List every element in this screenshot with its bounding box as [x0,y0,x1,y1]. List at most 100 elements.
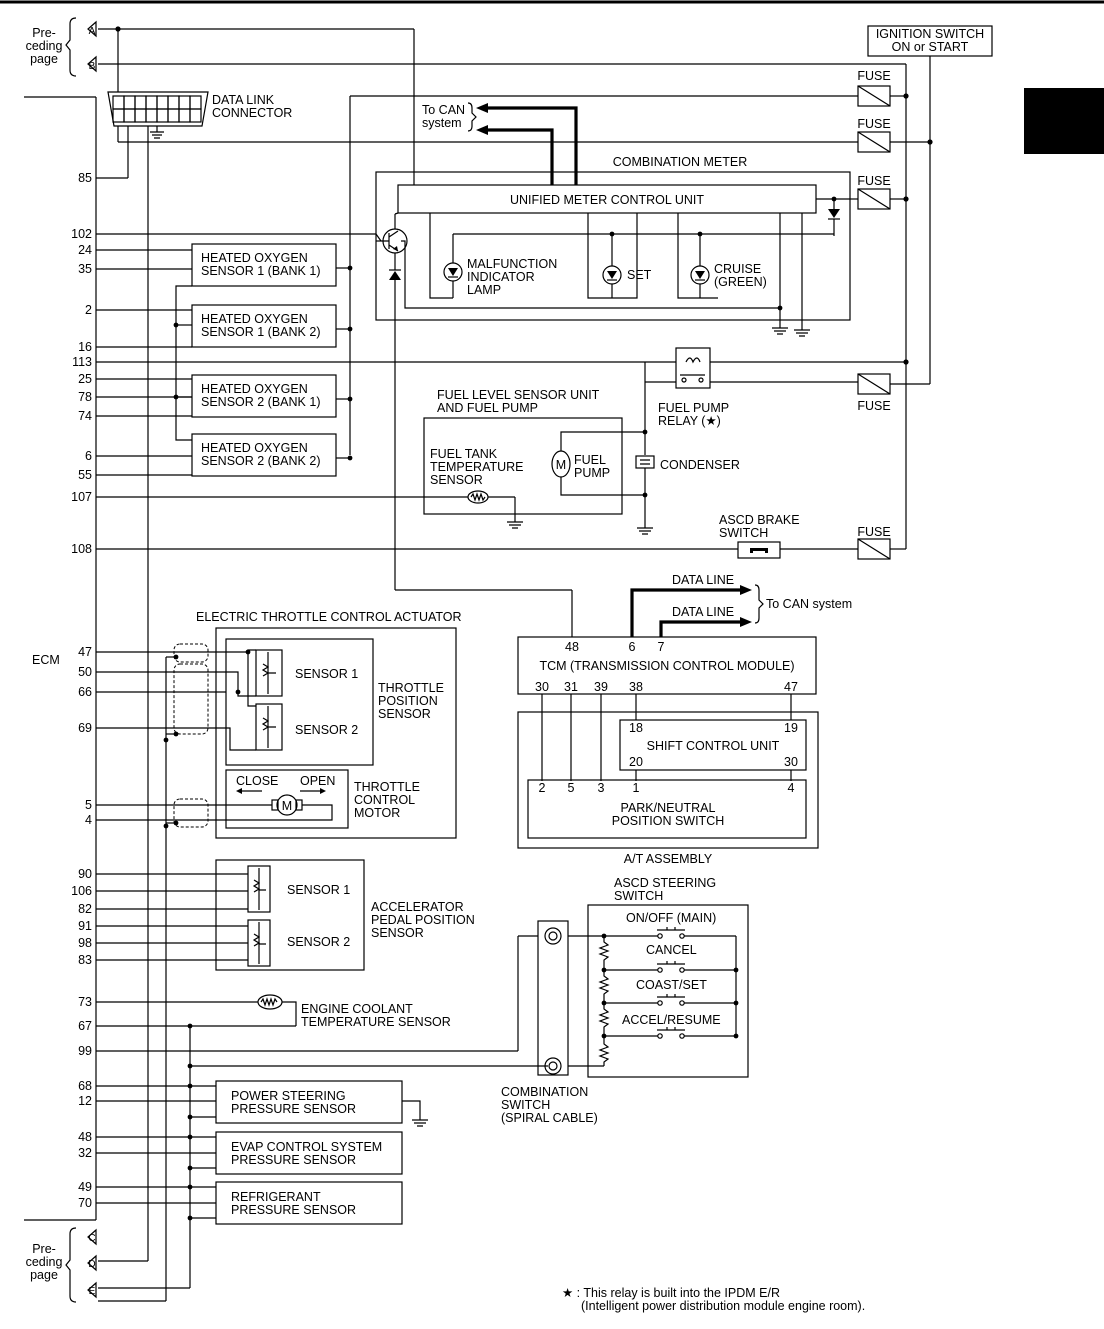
o2-sensor-label: SENSOR 1 (BANK 2) [201,325,320,339]
footnote: ★ : This relay is built into the IPDM E/… [562,1286,865,1313]
ignition-switch: IGNITION SWITCH ON or START [867,25,993,57]
fuse: FUSE [857,117,891,153]
open-label: OPEN [300,774,335,788]
data-line-label-2: DATA LINE [672,605,734,619]
fuel-unit-title-1: FUEL LEVEL SENSOR UNIT [437,388,600,402]
tcm-can-label: To CAN system [766,597,852,611]
ecm: ECM [24,96,97,1221]
fuse: FUSE [857,525,891,560]
combination-meter-title: COMBINATION METER [613,155,748,169]
tps-sensor-2: SENSOR 2 [295,723,358,737]
electric-throttle-control-actuator: ELECTRIC THROTTLE CONTROL ACTUATOR SENSO… [96,610,462,839]
fuse: FUSE [857,373,891,413]
motor-label-2: CONTROL [354,793,415,807]
wire [175,285,192,441]
ecm-pin-55: 55 [78,468,92,482]
app-label-2: PEDAL POSITION [371,913,475,927]
o2-sensor-label: HEATED OXYGEN [201,382,308,396]
ecm-pin-91: 91 [78,919,92,933]
fuse-label: FUSE [857,525,890,539]
ecm-pin-49: 49 [78,1180,92,1194]
pressure-sensor-label: PRESSURE SENSOR [231,1153,356,1167]
fuel-tank-label-2: TEMPERATURE [430,460,524,474]
ecm-pin-106: 106 [71,884,92,898]
motor-label-3: MOTOR [354,806,400,820]
condenser-label: CONDENSER [660,458,740,472]
o2-sensor-label: HEATED OXYGEN [201,441,308,455]
pn-switch-label-2: POSITION SWITCH [612,814,725,828]
tps-sensor-1: SENSOR 1 [295,667,358,681]
pn-switch-label-1: PARK/NEUTRAL [621,801,716,815]
tcm-pin-31: 31 [564,680,578,694]
ascd-brake-label-2: SWITCH [719,526,768,540]
shift-pin-30: 30 [784,755,798,769]
pn-pin-2: 2 [539,781,546,795]
ecm-pin-35: 35 [78,262,92,276]
mil-label-1: MALFUNCTION [467,257,557,271]
fuel-relay-label-1: FUEL PUMP [658,401,729,415]
close-label: CLOSE [236,774,278,788]
resistor-ladder [598,936,610,1066]
fuse-label: FUSE [857,69,890,83]
ecm-pin-73: 73 [78,995,92,1009]
tcm-pin-48: 48 [565,640,579,654]
tps-label-3: SENSOR [378,707,431,721]
app-sensor-2: SENSOR 2 [287,935,350,949]
ascd-switch-accel: ACCEL/RESUME [622,1013,721,1027]
fuel-pump-relay: FUEL PUMP RELAY (★) [658,347,729,428]
fuse: FUSE [857,174,891,210]
footnote-line-1: ★ : This relay is built into the IPDM E/… [562,1286,780,1300]
connector-c-label: C [88,1233,95,1244]
ignition-label-2: ON or START [892,40,969,54]
preceding-text-line-1: Pre- [32,26,56,40]
set-label: SET [627,268,652,282]
ecm-pin-2: 2 [85,303,92,317]
ecm-pin-48: 48 [78,1130,92,1144]
tps-label-2: POSITION [378,694,438,708]
tcm-pin-6: 6 [629,640,636,654]
pn-pin-3: 3 [598,781,605,795]
ecm-pin-85: 85 [78,171,92,185]
pn-pin-5: 5 [568,781,575,795]
o2-sensor-label: SENSOR 1 (BANK 1) [201,264,320,278]
cruise-label-2: (GREEN) [714,275,767,289]
ecm-pin-5: 5 [85,798,92,812]
o2-sensor-label: HEATED OXYGEN [201,251,308,265]
tcm-pin-47: 47 [784,680,798,694]
tcm: TCM (TRANSMISSION CONTROL MODULE) 48 6 7… [517,573,852,695]
pn-pin-1: 1 [633,781,640,795]
engine-coolant-temperature-sensor: ENGINE COOLANT TEMPERATURE SENSOR [96,994,451,1029]
fuel-tank-label-3: SENSOR [430,473,483,487]
mil-label-2: INDICATOR [467,270,535,284]
tcm-pin-30: 30 [535,680,549,694]
ecm-pin-12: 12 [78,1094,92,1108]
pressure-sensor-label: PRESSURE SENSOR [231,1203,356,1217]
at-assembly: A/T ASSEMBLY SHIFT CONTROL UNIT 18 19 20… [517,694,819,866]
combination-switch-label-3: (SPIRAL CABLE) [501,1111,598,1125]
o2-sensor-label: SENSOR 2 (BANK 2) [201,454,320,468]
o2-sensor-label: SENSOR 2 (BANK 1) [201,395,320,409]
tcm-pin-39: 39 [594,680,608,694]
ecm-pin-50: 50 [78,665,92,679]
app-sensor-1: SENSOR 1 [287,883,350,897]
ecm-pin-25: 25 [78,372,92,386]
ascd-brake-switch: ASCD BRAKE SWITCH [719,513,800,559]
pressure-sensor-label: POWER STEERING [231,1089,346,1103]
footnote-line-2: (Intelligent power distribution module e… [581,1299,865,1313]
preceding-text-line-2: ceding [26,39,63,53]
preceding-text-line-1: Pre- [32,1242,56,1256]
coolant-label-1: ENGINE COOLANT [301,1002,413,1016]
fuse-label: FUSE [857,399,890,413]
ascd-switch-coast: COAST/SET [636,978,707,992]
connector-b-label: B [89,61,96,72]
can-top-label-2: system [422,116,462,130]
pn-pin-4: 4 [788,781,795,795]
ecm-pin-98: 98 [78,936,92,950]
o2-sensor-label: HEATED OXYGEN [201,312,308,326]
shift-control-label: SHIFT CONTROL UNIT [647,739,780,753]
